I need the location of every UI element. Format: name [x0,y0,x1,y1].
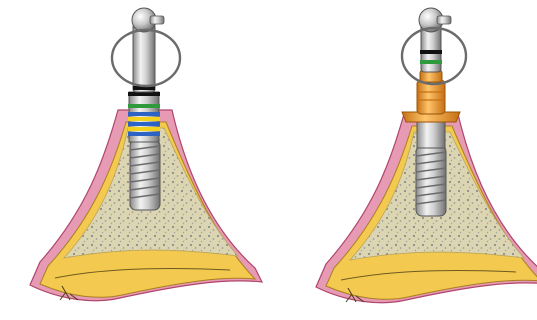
ring-green-left [128,104,160,108]
orange-cap-body-right [417,80,445,114]
right-figure [316,8,537,303]
upper-post-left [133,24,155,92]
ring-yellow-1-left [128,117,160,121]
implant-body-right [416,146,446,216]
ring-blue-1-left [128,112,160,116]
ring-blue-3-left [128,132,160,136]
ring-green-right [420,60,442,64]
ring-yellow-2-left [128,127,160,131]
ring-black-right [420,50,442,54]
left-figure [30,8,262,301]
ring-black-top-left [128,92,160,96]
ring-blue-2-left [128,122,160,126]
implant-body-left [130,140,160,210]
